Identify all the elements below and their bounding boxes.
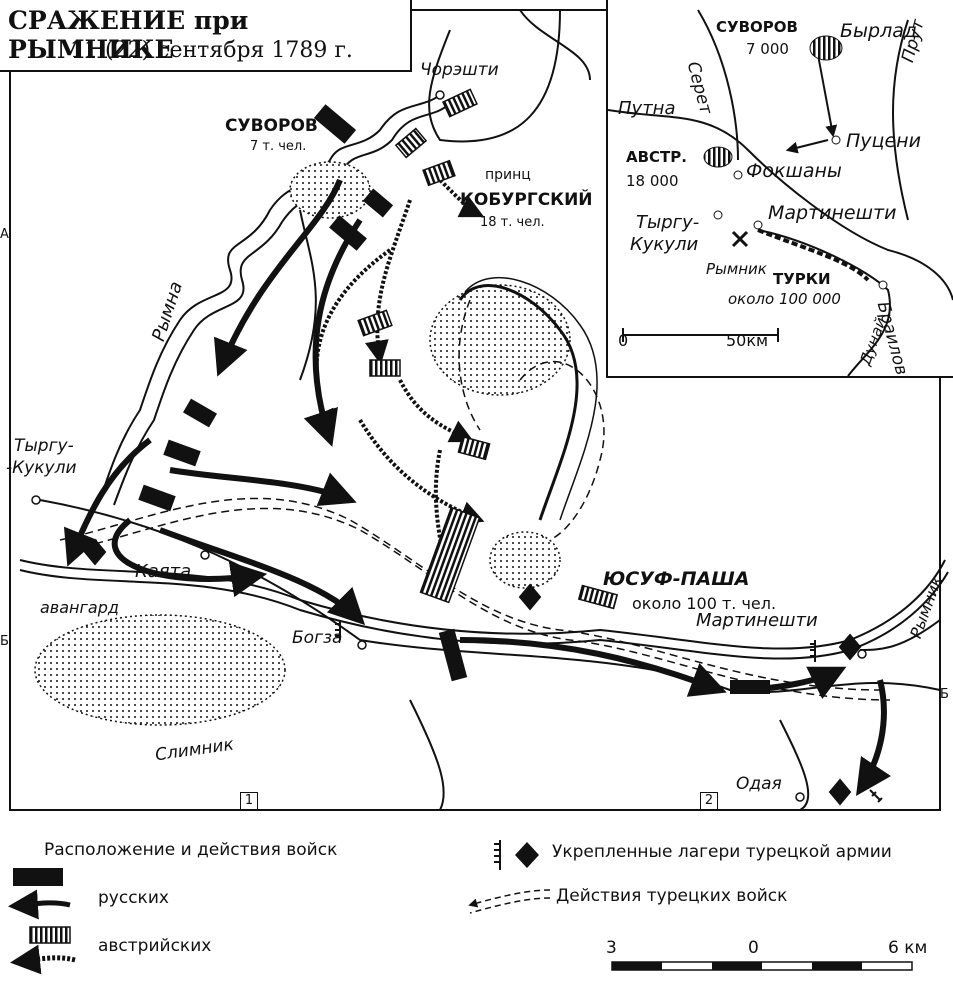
inset-tyrgu1: Тыргу- [636,212,700,233]
grid-square-2: 2 [700,792,718,810]
legend-austrian: австрийских [98,936,212,956]
label-coburg: КОБУРГСКИЙ [460,190,593,210]
inset-austr: АВСТР. [626,148,687,166]
label-yusuf-strength: около 100 т. чел. [632,594,777,613]
label-martinesti: Мартинешти [696,610,818,631]
inset-byrlad: Бырлад [840,20,918,42]
label-avangard: авангард [40,598,119,617]
inset-fokshany: Фокшаны [746,160,842,182]
label-tyrgu2: -Кукули [6,458,77,478]
label-bogza: Богза [292,628,343,648]
inset-suvorov-strength: 7 000 [746,40,789,58]
inset-map: СУВОРОВ 7 000 Бырлад Серет Прут Путна Пу… [606,0,953,378]
inset-tyrgu2: Кукули [630,234,699,255]
inset-scale-zero: 0 [618,331,629,350]
inset-putna: Путна [618,98,676,119]
edge-marker-a: А [0,227,9,242]
russian-movements [63,178,891,796]
scale-three: 3 [606,938,617,958]
turkish-movements [59,299,891,701]
legend-turkish: Действия турецких войск [556,886,788,906]
edge-marker-b-right: Б [940,687,949,702]
turkish-retreat-bands [458,276,598,521]
inset-martinesti: Мартинешти [768,202,897,224]
label-yusuf: ЮСУФ-ПАША [603,568,750,590]
legend-russian: русских [98,888,169,908]
map-subtitle: 11 (22) сентября 1789 г. [70,38,353,63]
edge-marker-b: Б [0,634,9,649]
rymna-river [99,94,449,506]
russian-units [138,104,770,694]
turkish-camps [83,538,883,806]
label-suvorov: СУВОРОВ [225,116,318,136]
scale-six-km: 6 км [888,938,928,958]
legend-camps: Укрепленные лагери турецкой армии [552,842,892,862]
inset-putseni: Пуцени [846,130,921,152]
label-suvorov-strength: 7 т. чел. [250,139,307,154]
inset-graphics [607,9,953,377]
inset-austr-strength: 18 000 [626,172,679,190]
inset-suvorov: СУВОРОВ [716,18,798,36]
label-coburg-strength: 18 т. чел. [480,215,545,230]
inset-scale-fifty: 50км [726,331,769,350]
label-tyrgu1: Тыргу- [14,436,74,456]
scale-zero: 0 [748,938,759,958]
title-box: СРАЖЕНИЕ при РЫМНИКЕ 11 (22) сентября 17… [0,0,412,72]
inset-rymnik: Рымник [706,260,767,278]
map-frame [9,9,941,811]
austrian-units [357,88,619,610]
label-odaya: Одая [736,774,782,794]
inset-turki-strength: около 100 000 [728,290,841,308]
map-title: СРАЖЕНИЕ при РЫМНИКЕ [8,6,249,64]
label-choreshti: Чорэшти [420,60,499,80]
label-kayata: Каята [135,561,192,582]
inset-turki: ТУРКИ [773,270,831,288]
label-prince: принц [485,167,531,183]
legend-heading: Расположение и действия войск [44,840,338,860]
grid-square-1: 1 [240,792,258,810]
legend-graphics [8,840,913,975]
settlements [31,90,867,802]
